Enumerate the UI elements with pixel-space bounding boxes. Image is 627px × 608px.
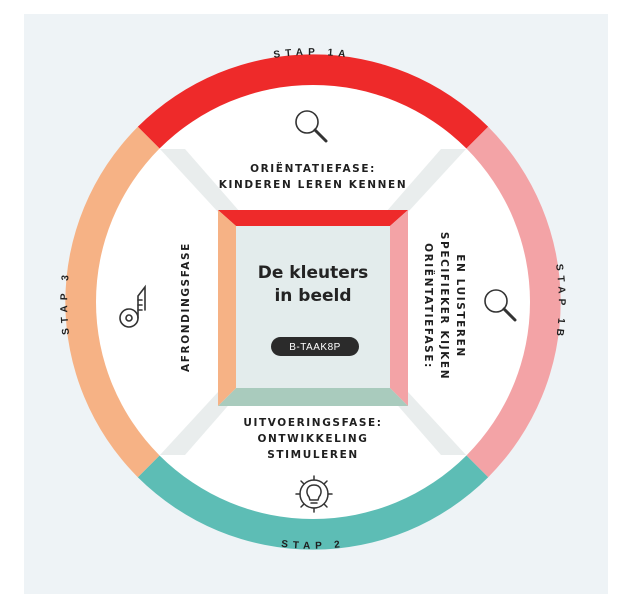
phase-right-line1: ORIËNTATIEFASE:	[422, 243, 436, 369]
frame-top-red	[218, 210, 408, 226]
badge-label: B-TAAK8P	[289, 342, 341, 353]
phase-bottom-line3: STIMULEREN	[267, 449, 359, 461]
magnifier-icon	[295, 110, 328, 143]
ring-segment-stap-3	[65, 126, 160, 478]
phase-bottom-line1: UITVOERINGSFASE:	[243, 417, 382, 429]
ring-segment-stap-2	[137, 455, 489, 550]
diagonal-shade-bottom-right	[386, 392, 466, 455]
diagonal-shade-top-right	[386, 149, 466, 212]
frame-bottom-teal	[218, 388, 408, 406]
frame-left-orange	[218, 210, 236, 406]
magnifier-icon	[484, 289, 517, 322]
ring-segment-stap-1b	[466, 126, 561, 478]
ring-label-stap-3: STAP 3	[59, 270, 72, 336]
center-square	[218, 210, 408, 406]
phase-top-line1: ORIËNTATIEFASE:	[250, 161, 376, 175]
measuring-tape-icon	[119, 284, 146, 328]
badge-pill	[271, 337, 359, 356]
ring-label-stap-1b: STAP 1B	[553, 263, 567, 341]
center-title-line1: De kleuters	[258, 263, 368, 283]
center-title-line2: in beeld	[274, 286, 351, 306]
phase-left-line1: AFRONDINGSFASE	[180, 242, 192, 372]
diagonal-shade-top-left	[160, 149, 240, 212]
phase-bottom-line2: ONTWIKKELING	[257, 433, 368, 445]
lightbulb-gear-icon	[295, 475, 333, 513]
phase-right-line2: SPECIFIEKER KIJKEN	[438, 232, 450, 380]
ring-segment-stap-1a	[137, 54, 489, 149]
frame-right-pink	[390, 210, 408, 406]
ring-label-stap-2: STAP 2	[281, 539, 346, 552]
phase-right-line3: EN LUISTEREN	[454, 254, 466, 358]
phase-top-line2: KINDEREN LEREN KENNEN	[219, 179, 407, 191]
diagonal-shade-bottom-left	[160, 392, 240, 455]
